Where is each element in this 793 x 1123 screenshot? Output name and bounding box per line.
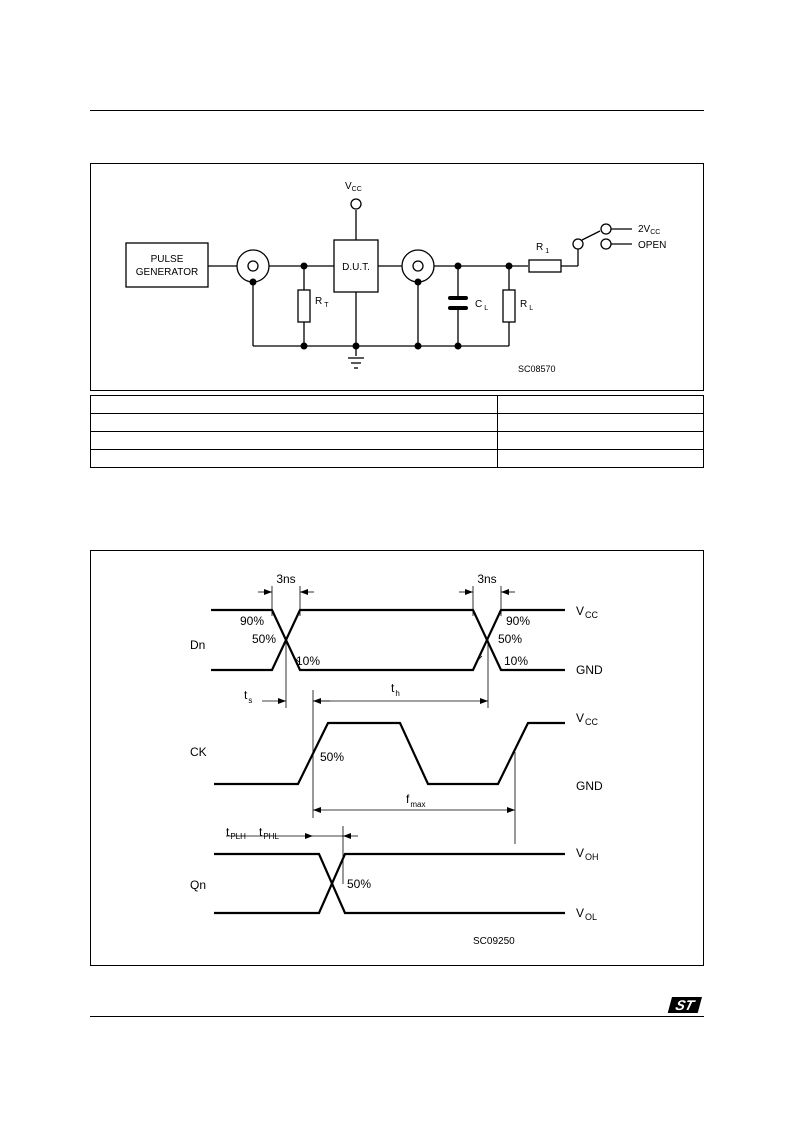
- ck-gnd-label: GND: [576, 779, 603, 793]
- tplh-label: tPLH: [226, 825, 246, 841]
- fmax-label: fmax: [406, 792, 425, 809]
- dn-waveform-lower: [211, 608, 565, 672]
- junction-dots: [249, 262, 513, 350]
- ts-label: ts: [244, 688, 252, 705]
- voh-label: VOH: [576, 846, 599, 862]
- header-rule: [90, 110, 704, 111]
- pulse-generator-label-2: GENERATOR: [136, 267, 198, 278]
- switch-open-label: OPEN: [638, 240, 666, 251]
- vcc-label: VCC: [345, 181, 362, 193]
- table-row: [90, 431, 704, 450]
- timing-waveform-diagram: Dn CK Qn 3ns 3ns 90% 50% 10% 90% 50% 10%…: [190, 572, 603, 947]
- dn-10pct-left: 10%: [296, 654, 320, 668]
- ck-vcc-label: VCC: [576, 711, 599, 727]
- resistor-r1: [528, 259, 562, 273]
- dn-gnd-label: GND: [576, 663, 603, 677]
- dn-signal-label: Dn: [190, 638, 205, 652]
- ck-waveform: [214, 721, 565, 786]
- switch-arm: [581, 230, 601, 241]
- qn-waveform-lower: [214, 852, 565, 915]
- waveform-figure-code: SC09250: [473, 936, 515, 947]
- pulse-generator-label: PULSE: [151, 254, 184, 265]
- dn-vcc-label: VCC: [576, 604, 599, 620]
- qn-50pct-label: 50%: [347, 877, 371, 891]
- tphl-label: tPHL: [259, 825, 279, 841]
- th-label: th: [391, 681, 400, 698]
- rise-time-left-label: 3ns: [276, 572, 295, 586]
- vcc-terminal: [350, 198, 362, 210]
- dn-90pct-right: 90%: [506, 614, 530, 628]
- switch-2vcc-label: 2VCC: [638, 224, 660, 236]
- dut-label: D.U.T.: [342, 262, 370, 273]
- footer-rule: [90, 1016, 704, 1017]
- vol-label: VOL: [576, 906, 597, 922]
- ck-signal-label: CK: [190, 745, 207, 759]
- switch-pivot: [572, 238, 584, 250]
- table-cell: [497, 449, 704, 468]
- table-row: [90, 413, 704, 432]
- capacitor-cl: [448, 296, 468, 300]
- ck-50pct-label: 50%: [320, 750, 344, 764]
- dn-10pct-right: 10%: [504, 654, 528, 668]
- circuit-figure-code: SC08570: [518, 364, 556, 374]
- test-circuit-frame: [90, 163, 704, 391]
- st-logo-text: ST: [674, 998, 697, 1014]
- pulse-generator-box: [125, 242, 209, 288]
- table-row: [90, 449, 704, 468]
- qn-signal-label: Qn: [190, 878, 206, 892]
- dn-90pct-left: 90%: [240, 614, 264, 628]
- waveform-frame: [90, 550, 704, 966]
- dn-waveform-upper: [211, 608, 565, 672]
- dn-50pct-left: 50%: [252, 632, 276, 646]
- rise-time-right-label: 3ns: [477, 572, 496, 586]
- test-conditions-table: [90, 395, 704, 468]
- dn-50pct-right: 50%: [498, 632, 522, 646]
